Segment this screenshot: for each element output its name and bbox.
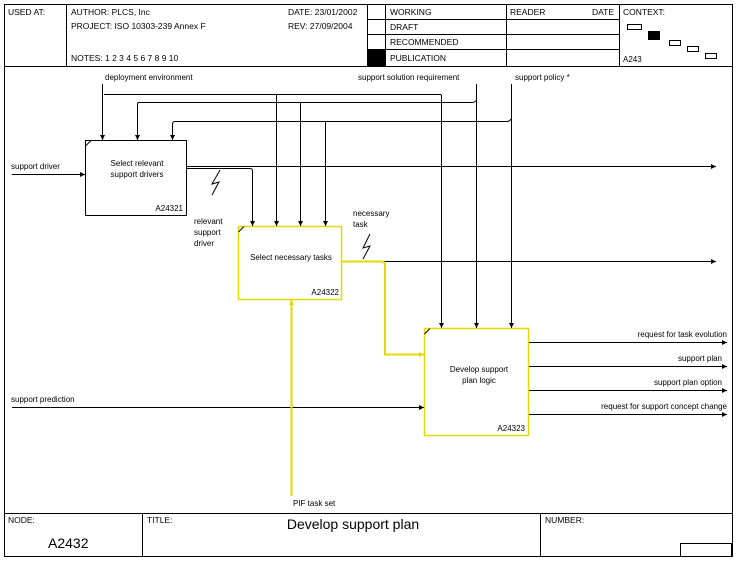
label-request-for-support-concept-change: request for support concept change [601,402,727,411]
label-support-policy: support policy * [515,73,570,82]
project-field: PROJECT: ISO 10303-239 Annex F [71,21,206,31]
squiggle-relevant-support-driver [210,169,221,196]
diagram-title: Develop support plan [287,516,419,532]
footer-block: NODE: A2432 TITLE: Develop support plan … [4,513,732,557]
context-label: CONTEXT: [623,7,665,17]
notes-field: NOTES: 1 2 3 4 5 6 7 8 9 10 [71,53,179,63]
status-working: WORKING [390,7,432,17]
title-label: TITLE: [147,515,173,525]
highlighted-arrows [289,260,424,496]
label-relevant-support-driver: relevant [194,217,223,226]
activity-box-a24323: Develop support plan logic A24323 [423,327,530,437]
node-label: NODE: [8,515,35,525]
squiggle-necessary-task [362,233,372,260]
header-block: USED AT: AUTHOR: PLCS, Inc PROJECT: ISO … [4,4,732,67]
status-draft: DRAFT [390,22,418,32]
used-at-label: USED AT: [8,7,45,17]
context-node: A243 [623,55,642,64]
label-request-for-task-evolution: request for task evolution [638,330,727,339]
arrow-deployment-environment-a24323 [104,94,444,328]
context-thumbnail [627,24,717,59]
arrow-necessary-task-a24323 [342,260,424,357]
label-support-plan-option: support plan option [654,378,722,387]
number-label: NUMBER: [545,515,584,525]
label-support-plan: support plan [678,354,722,363]
status-publication: PUBLICATION [390,53,446,63]
box-label-line: support drivers [111,170,164,179]
box-label-line: Select necessary tasks [250,253,332,262]
label-necessary-task: task [353,220,369,229]
arrow-relevant-support-driver-a24322 [187,168,255,226]
label-support-prediction: support prediction [11,395,75,404]
label-necessary-task: necessary [353,209,389,218]
date-field: DATE: 23/01/2002 [288,7,358,17]
rev-field: REV: 27/09/2004 [288,21,353,31]
date-column-label: DATE [592,7,614,17]
activity-box-a24322: Select necessary tasks A24322 [237,225,343,301]
box-node-number: A24322 [311,288,339,297]
node-value: A2432 [48,535,89,551]
label-support-solution-requirement: support solution requirement [358,73,460,82]
label-relevant-support-driver: support [194,228,221,237]
label-deployment-environment: deployment environment [105,73,193,82]
box-node-number: A24323 [497,424,525,433]
reader-label: READER [510,7,545,17]
page-frame [4,4,733,557]
label-relevant-support-driver: driver [194,239,214,248]
box-label-line: Select relevant [111,159,165,168]
arrow-labels: deployment environment support solution … [11,73,728,508]
publication-marker [368,50,385,66]
status-recommended: RECOMMENDED [390,37,458,47]
label-support-driver: support driver [11,162,60,171]
activity-box-a24321: Select relevant support drivers A24321 [85,140,187,216]
page-number-cell [680,543,732,557]
arrow-support-solution-requirement-a24321 [135,100,477,140]
box-node-number: A24321 [155,204,183,213]
box-label-line: plan logic [462,376,496,385]
author-field: AUTHOR: PLCS, Inc [71,7,151,17]
label-pif-task-set: PIF task set [293,499,336,508]
arrow-support-policy-a24321 [170,118,512,140]
arrows [12,84,727,417]
box-label-line: Develop support [450,365,509,374]
